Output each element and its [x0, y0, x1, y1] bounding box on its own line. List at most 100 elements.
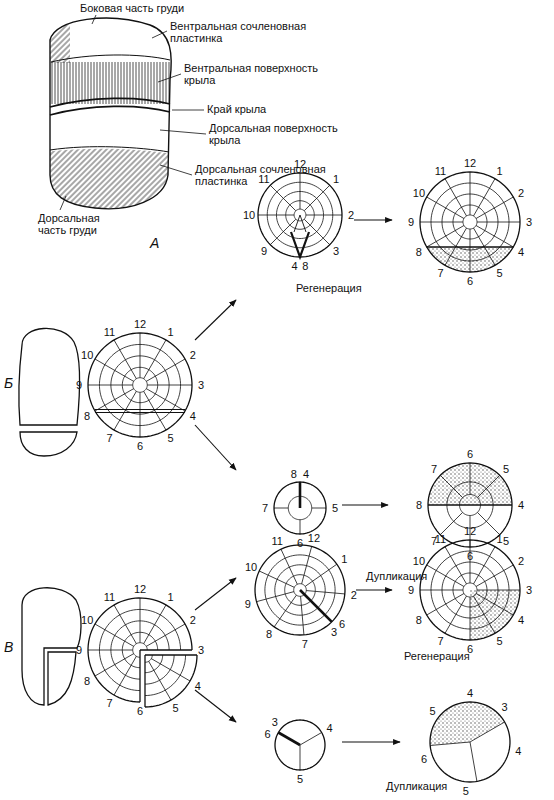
leader-line	[160, 130, 206, 134]
clock-number: 9	[76, 379, 82, 391]
clock-number: 5	[503, 463, 509, 475]
clock-diagram	[420, 540, 520, 640]
stippled-region	[428, 463, 512, 505]
clock-spoke	[477, 222, 520, 223]
clock-number: 7	[302, 638, 308, 650]
clock-spoke	[146, 624, 185, 646]
clock-spoke	[114, 656, 136, 695]
clock-number: 4	[195, 680, 201, 692]
clock-diagram	[430, 702, 510, 782]
clock-number: 3	[526, 584, 532, 596]
clock-spoke	[259, 571, 294, 587]
clock-ring	[420, 540, 520, 640]
clock-number: 8	[416, 246, 422, 258]
part-label: Край крыла	[207, 103, 327, 115]
cut-edge	[139, 650, 140, 702]
clock-ring	[430, 702, 510, 782]
process-arrow	[195, 690, 236, 722]
clock-number: 9	[76, 644, 82, 656]
clock-number: 5	[496, 635, 502, 647]
clock-number: 3	[333, 245, 339, 257]
cut-edge	[144, 655, 145, 707]
clock-number: 1	[167, 326, 173, 338]
clock-spoke	[427, 565, 464, 587]
clock-number: 3	[526, 216, 532, 228]
leader-line	[172, 110, 204, 111]
region-border	[51, 55, 170, 62]
clock-number: 4	[518, 246, 524, 258]
clock-diagram	[255, 545, 345, 635]
part-label: Дорсальная поверхность крыла	[209, 122, 359, 146]
clock-number: 7	[431, 463, 437, 475]
clock-spoke	[301, 596, 304, 635]
clock-number: 8	[416, 499, 422, 511]
clock-number: 11	[435, 165, 446, 177]
process-label: Регенерация	[296, 282, 362, 294]
clock-spoke	[146, 359, 185, 381]
panel-letter: В	[4, 640, 13, 655]
clock-number: 8	[302, 260, 308, 272]
clock-number: 5	[503, 535, 509, 547]
clock-number: 3	[272, 716, 278, 728]
clock-spoke	[476, 565, 513, 587]
cut-line	[95, 412, 185, 413]
leader-line	[158, 74, 181, 82]
clock-number: 6	[137, 440, 143, 452]
disc-fragment	[48, 652, 76, 705]
clock-number: 3	[198, 644, 204, 656]
clock-number: 5	[172, 702, 178, 714]
clock-number: 3	[502, 701, 508, 713]
part-label: Боковая часть груди	[80, 2, 250, 14]
clock-diagram	[274, 482, 326, 534]
clock-number: 10	[245, 561, 257, 573]
clock-ring	[463, 583, 477, 597]
clock-spoke	[470, 172, 471, 215]
clock-number: 3	[198, 379, 204, 391]
disc-outline	[50, 18, 171, 209]
clock-spoke	[470, 722, 505, 742]
clock-spoke	[300, 173, 301, 209]
clock-spoke	[470, 742, 477, 781]
clock-number: 10	[81, 349, 93, 361]
clock-spoke	[258, 215, 294, 216]
clock-spoke	[151, 659, 190, 681]
clock-ring	[463, 215, 477, 229]
leader-line	[152, 31, 167, 38]
clock-number: 4	[303, 468, 309, 480]
dorsal-hatching	[45, 149, 175, 215]
process-arrow	[342, 741, 400, 742]
clock-number: 4	[515, 745, 521, 757]
clock-number: 12	[308, 532, 320, 544]
clock-spoke	[420, 590, 463, 591]
clock-spoke	[114, 391, 136, 430]
process-arrow	[342, 504, 388, 505]
clock-number: 6	[467, 448, 473, 460]
clock-spoke	[470, 597, 471, 640]
clock-ring	[88, 333, 192, 437]
clock-spoke	[420, 222, 463, 223]
leader-line	[160, 165, 192, 175]
process-label: Дупликация	[366, 570, 427, 582]
clock-ring	[255, 545, 345, 635]
clock-spoke	[144, 340, 166, 379]
clock-spoke	[430, 742, 470, 745]
clock-number: 6	[421, 753, 427, 765]
clock-number: 4	[518, 499, 524, 511]
region-border	[50, 106, 170, 115]
seam-line	[299, 482, 302, 508]
clock-number: 6	[339, 618, 345, 630]
clock-number: 6	[297, 537, 303, 549]
clock-spoke	[88, 385, 133, 386]
clock-spoke	[300, 733, 322, 746]
clock-number: 11	[104, 591, 115, 603]
clock-spoke	[147, 385, 192, 386]
clock-spoke	[476, 197, 513, 219]
clock-number: 5	[332, 502, 338, 514]
cut-line	[95, 409, 185, 410]
clock-spoke	[95, 654, 134, 676]
clock-number: 2	[518, 555, 524, 567]
clock-spoke	[440, 512, 462, 534]
clock-ring	[88, 598, 192, 702]
clock-spoke	[281, 549, 297, 584]
